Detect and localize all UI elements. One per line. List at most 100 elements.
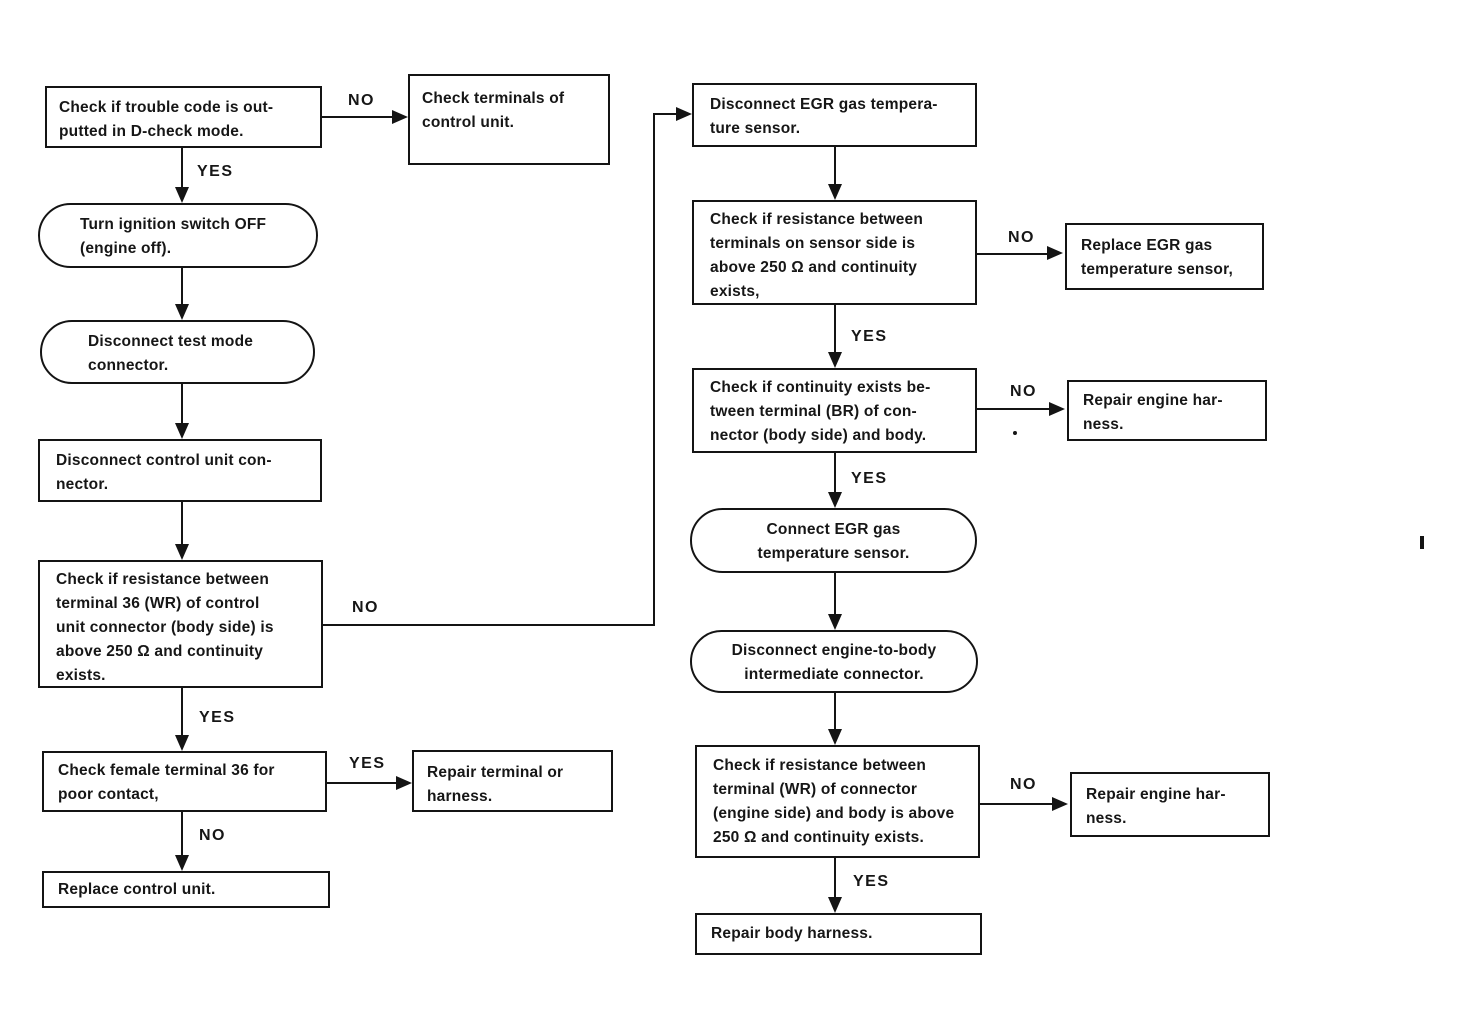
arrowhead-right-icon [392, 110, 408, 124]
edge-label-no: NO [1010, 383, 1037, 400]
node-replace-control-unit: Replace control unit. [42, 871, 330, 908]
connector-line [834, 858, 836, 898]
node-text-line: ture sensor. [710, 120, 801, 137]
edge-label-no: NO [352, 599, 379, 616]
arrowhead-right-icon [1049, 402, 1065, 416]
node-text-line: Disconnect EGR gas tempera- [710, 96, 938, 113]
scan-artifact [1013, 431, 1017, 435]
scan-artifact [1420, 536, 1424, 549]
connector-line-feedback [653, 113, 655, 626]
edge-label-no: NO [1008, 229, 1035, 246]
node-connect-egr-sensor: Connect EGR gas temperature sensor. [690, 508, 977, 573]
node-text-line: Repair engine har- [1083, 392, 1223, 409]
node-text-line: Check if trouble code is out- [59, 99, 274, 116]
node-text-line: Check if resistance between [710, 211, 924, 228]
node-repair-engine-harness: Repair engine har- ness. [1067, 380, 1267, 441]
node-text-line: Replace EGR gas [1081, 237, 1213, 254]
node-text-line: terminal 36 (WR) of control [56, 595, 260, 612]
node-text-line: exists. [56, 667, 106, 684]
node-text-line: (engine off). [80, 240, 172, 257]
node-text-line: nector (body side) and body. [710, 427, 927, 444]
node-replace-egr-sensor: Replace EGR gas temperature sensor, [1065, 223, 1264, 290]
arrowhead-right-icon [396, 776, 412, 790]
edge-label-yes: YES [851, 470, 888, 487]
arrowhead-down-icon [175, 544, 189, 560]
connector-line [181, 502, 183, 545]
node-text-line: harness. [427, 788, 493, 805]
node-check-female-terminal-36: Check female terminal 36 for poor contac… [42, 751, 327, 812]
edge-label-no: NO [348, 92, 375, 109]
arrowhead-down-icon [828, 729, 842, 745]
arrowhead-down-icon [828, 614, 842, 630]
node-disconnect-engine-to-body-connector: Disconnect engine-to-body intermediate c… [690, 630, 978, 693]
node-check-continuity-terminal-br: Check if continuity exists be- tween ter… [692, 368, 977, 453]
connector-line [834, 147, 836, 185]
node-text-line: Repair terminal or [427, 764, 564, 781]
node-text-line: tween terminal (BR) of con- [710, 403, 917, 420]
edge-label-no: NO [199, 827, 226, 844]
node-text-line: ness. [1086, 810, 1127, 827]
node-repair-engine-harness: Repair engine har- ness. [1070, 772, 1270, 837]
node-repair-terminal-or-harness: Repair terminal or harness. [412, 750, 613, 812]
node-text-line: Turn ignition switch OFF [80, 216, 267, 233]
node-text-line: Repair body harness. [711, 925, 873, 942]
node-text-line: unit connector (body side) is [56, 619, 274, 636]
node-text-line: intermediate connector. [744, 666, 924, 683]
arrowhead-down-icon [828, 352, 842, 368]
node-text-line: terminal (WR) of connector [713, 781, 918, 798]
node-text-line: exists, [710, 283, 760, 300]
connector-line [834, 305, 836, 353]
edge-label-yes: YES [349, 755, 386, 772]
arrowhead-right-icon [1047, 246, 1063, 260]
node-text-line: terminals on sensor side is [710, 235, 916, 252]
connector-line [834, 453, 836, 493]
node-disconnect-test-mode-connector: Disconnect test mode connector. [40, 320, 315, 384]
node-text-line: Check if resistance between [713, 757, 927, 774]
edge-label-yes: YES [199, 709, 236, 726]
node-text-line: Disconnect control unit con- [56, 452, 272, 469]
connector-line [327, 782, 397, 784]
node-text-line: 250 Ω and continuity exists. [713, 829, 924, 846]
node-check-sensor-resistance: Check if resistance between terminals on… [692, 200, 977, 305]
node-check-trouble-code: Check if trouble code is out- putted in … [45, 86, 322, 148]
connector-line [834, 693, 836, 730]
connector-line [181, 812, 183, 856]
connector-line-feedback [322, 624, 655, 626]
arrowhead-down-icon [175, 735, 189, 751]
node-text-line: temperature sensor, [1081, 261, 1233, 278]
node-text-line: Check female terminal 36 for [58, 762, 275, 779]
node-disconnect-egr-sensor: Disconnect EGR gas tempera- ture sensor. [692, 83, 977, 147]
connector-line [322, 116, 394, 118]
edge-label-yes: YES [851, 328, 888, 345]
arrowhead-down-icon [175, 423, 189, 439]
arrowhead-down-icon [828, 492, 842, 508]
node-disconnect-control-unit-connector: Disconnect control unit con- nector. [38, 439, 322, 502]
node-repair-body-harness: Repair body harness. [695, 913, 982, 955]
node-text-line: Check terminals of [422, 90, 565, 107]
connector-line [181, 688, 183, 737]
connector-line [980, 803, 1053, 805]
connector-line-feedback [653, 113, 677, 115]
connector-line [181, 268, 183, 306]
node-text-line: Connect EGR gas [766, 521, 901, 538]
node-turn-ignition-switch-off: Turn ignition switch OFF (engine off). [38, 203, 318, 268]
arrowhead-down-icon [175, 304, 189, 320]
node-text-line: Check if resistance between [56, 571, 270, 588]
node-text-line: putted in D-check mode. [59, 123, 244, 140]
edge-label-yes: YES [853, 873, 890, 890]
arrowhead-down-icon [175, 855, 189, 871]
connector-line [181, 384, 183, 425]
node-text-line: ness. [1083, 416, 1124, 433]
arrowhead-down-icon [828, 897, 842, 913]
arrowhead-right-icon [676, 107, 692, 121]
node-text-line: Check if continuity exists be- [710, 379, 931, 396]
connector-line [977, 253, 1048, 255]
node-text-line: control unit. [422, 114, 515, 131]
node-text-line: Repair engine har- [1086, 786, 1226, 803]
arrowhead-down-icon [828, 184, 842, 200]
node-text-line: connector. [88, 357, 169, 374]
node-text-line: temperature sensor. [757, 545, 910, 562]
node-text-line: nector. [56, 476, 109, 493]
edge-label-yes: YES [197, 163, 234, 180]
